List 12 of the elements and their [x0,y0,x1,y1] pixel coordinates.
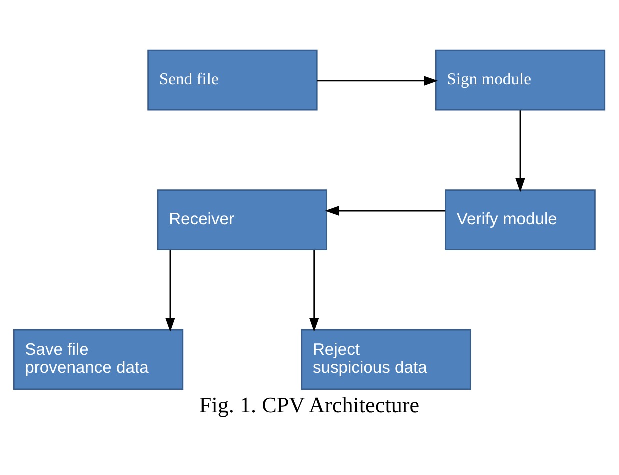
arrow [317,76,438,86]
arrow [325,206,446,216]
node-box: Reject suspicious data [301,328,472,390]
node-box: Send file [148,49,318,110]
arrow [516,110,526,192]
node-box: Save file provenance data [13,328,184,390]
arrow [166,250,176,332]
node-box: Sign module [435,49,606,110]
node-box: Verify module [445,189,596,250]
arrow [310,250,320,332]
caption: Fig. 1. CPV Architecture [199,392,420,418]
node-box: Receiver [157,189,328,250]
